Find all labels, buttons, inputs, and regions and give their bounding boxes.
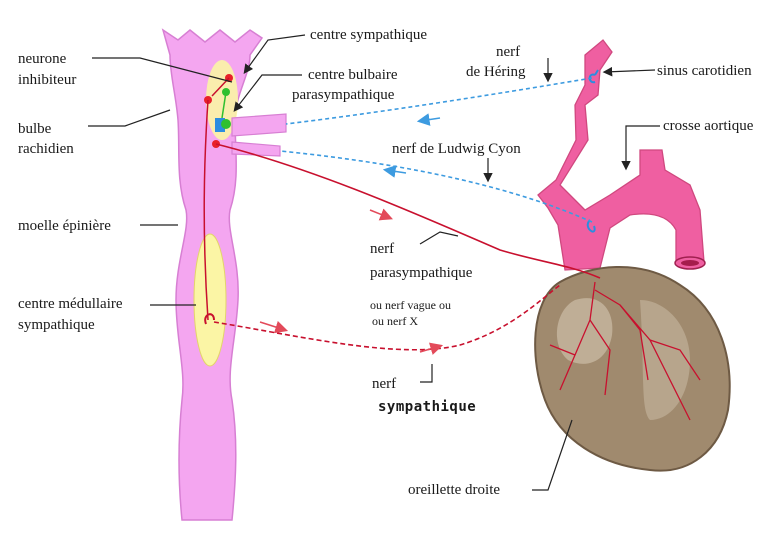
label-vague-2: ou nerf X xyxy=(372,314,418,328)
label-sinus: sinus carotidien xyxy=(657,63,752,79)
label-centre-sympathique: centre sympathique xyxy=(310,27,428,43)
label-centre-med-1: centre médullaire xyxy=(18,296,123,312)
label-hering-2: de Héring xyxy=(466,64,526,80)
label-ludwig: nerf de Ludwig Cyon xyxy=(392,141,521,157)
efferent-arrow-1 xyxy=(369,208,393,221)
leader-parasymp xyxy=(419,231,459,245)
label-moelle: moelle épinière xyxy=(18,218,111,234)
bulbar-neurons xyxy=(203,74,233,325)
heart xyxy=(534,266,731,472)
label-bulbe-2: rachidien xyxy=(18,141,74,157)
label-symp-1: nerf xyxy=(372,376,397,392)
label-crosse: crosse aortique xyxy=(663,118,754,134)
leader-crosse xyxy=(621,125,660,171)
label-symp-2: sympathique xyxy=(378,399,477,415)
label-hering-1: nerf xyxy=(496,44,521,60)
leader-oreillette xyxy=(532,419,573,491)
label-oreillette: oreillette droite xyxy=(408,482,501,498)
afferent-nerves xyxy=(279,77,593,223)
label-bulbe-1: bulbe xyxy=(18,121,52,137)
leader-sinus xyxy=(602,66,656,77)
leader-symp xyxy=(420,364,433,383)
leader-centre-bulbaire xyxy=(233,74,302,112)
aorta xyxy=(537,39,706,271)
label-parasymp-1: nerf xyxy=(370,241,395,257)
spinal-cord xyxy=(161,28,287,521)
label-parasymp-2: parasympathique xyxy=(370,265,473,281)
label-neurone-2: inhibiteur xyxy=(18,72,77,88)
label-centre-bulbaire-1: centre bulbaire xyxy=(308,67,398,83)
label-centre-bulbaire-2: parasympathique xyxy=(292,87,395,103)
efferent-arrow-2 xyxy=(259,320,289,334)
efferent-nerves xyxy=(213,143,601,351)
label-centre-med-2: sympathique xyxy=(18,317,95,333)
leader-bulbe xyxy=(88,109,171,127)
leader-neurone xyxy=(92,57,233,83)
afferent-arrow-2 xyxy=(382,165,407,178)
label-vague-1: ou nerf vague ou xyxy=(370,298,451,312)
efferent-arrow-3 xyxy=(419,342,444,355)
leader-centre-symp xyxy=(243,34,306,74)
afferent-arrow-1 xyxy=(416,113,441,126)
label-neurone-1: neurone xyxy=(18,51,67,67)
